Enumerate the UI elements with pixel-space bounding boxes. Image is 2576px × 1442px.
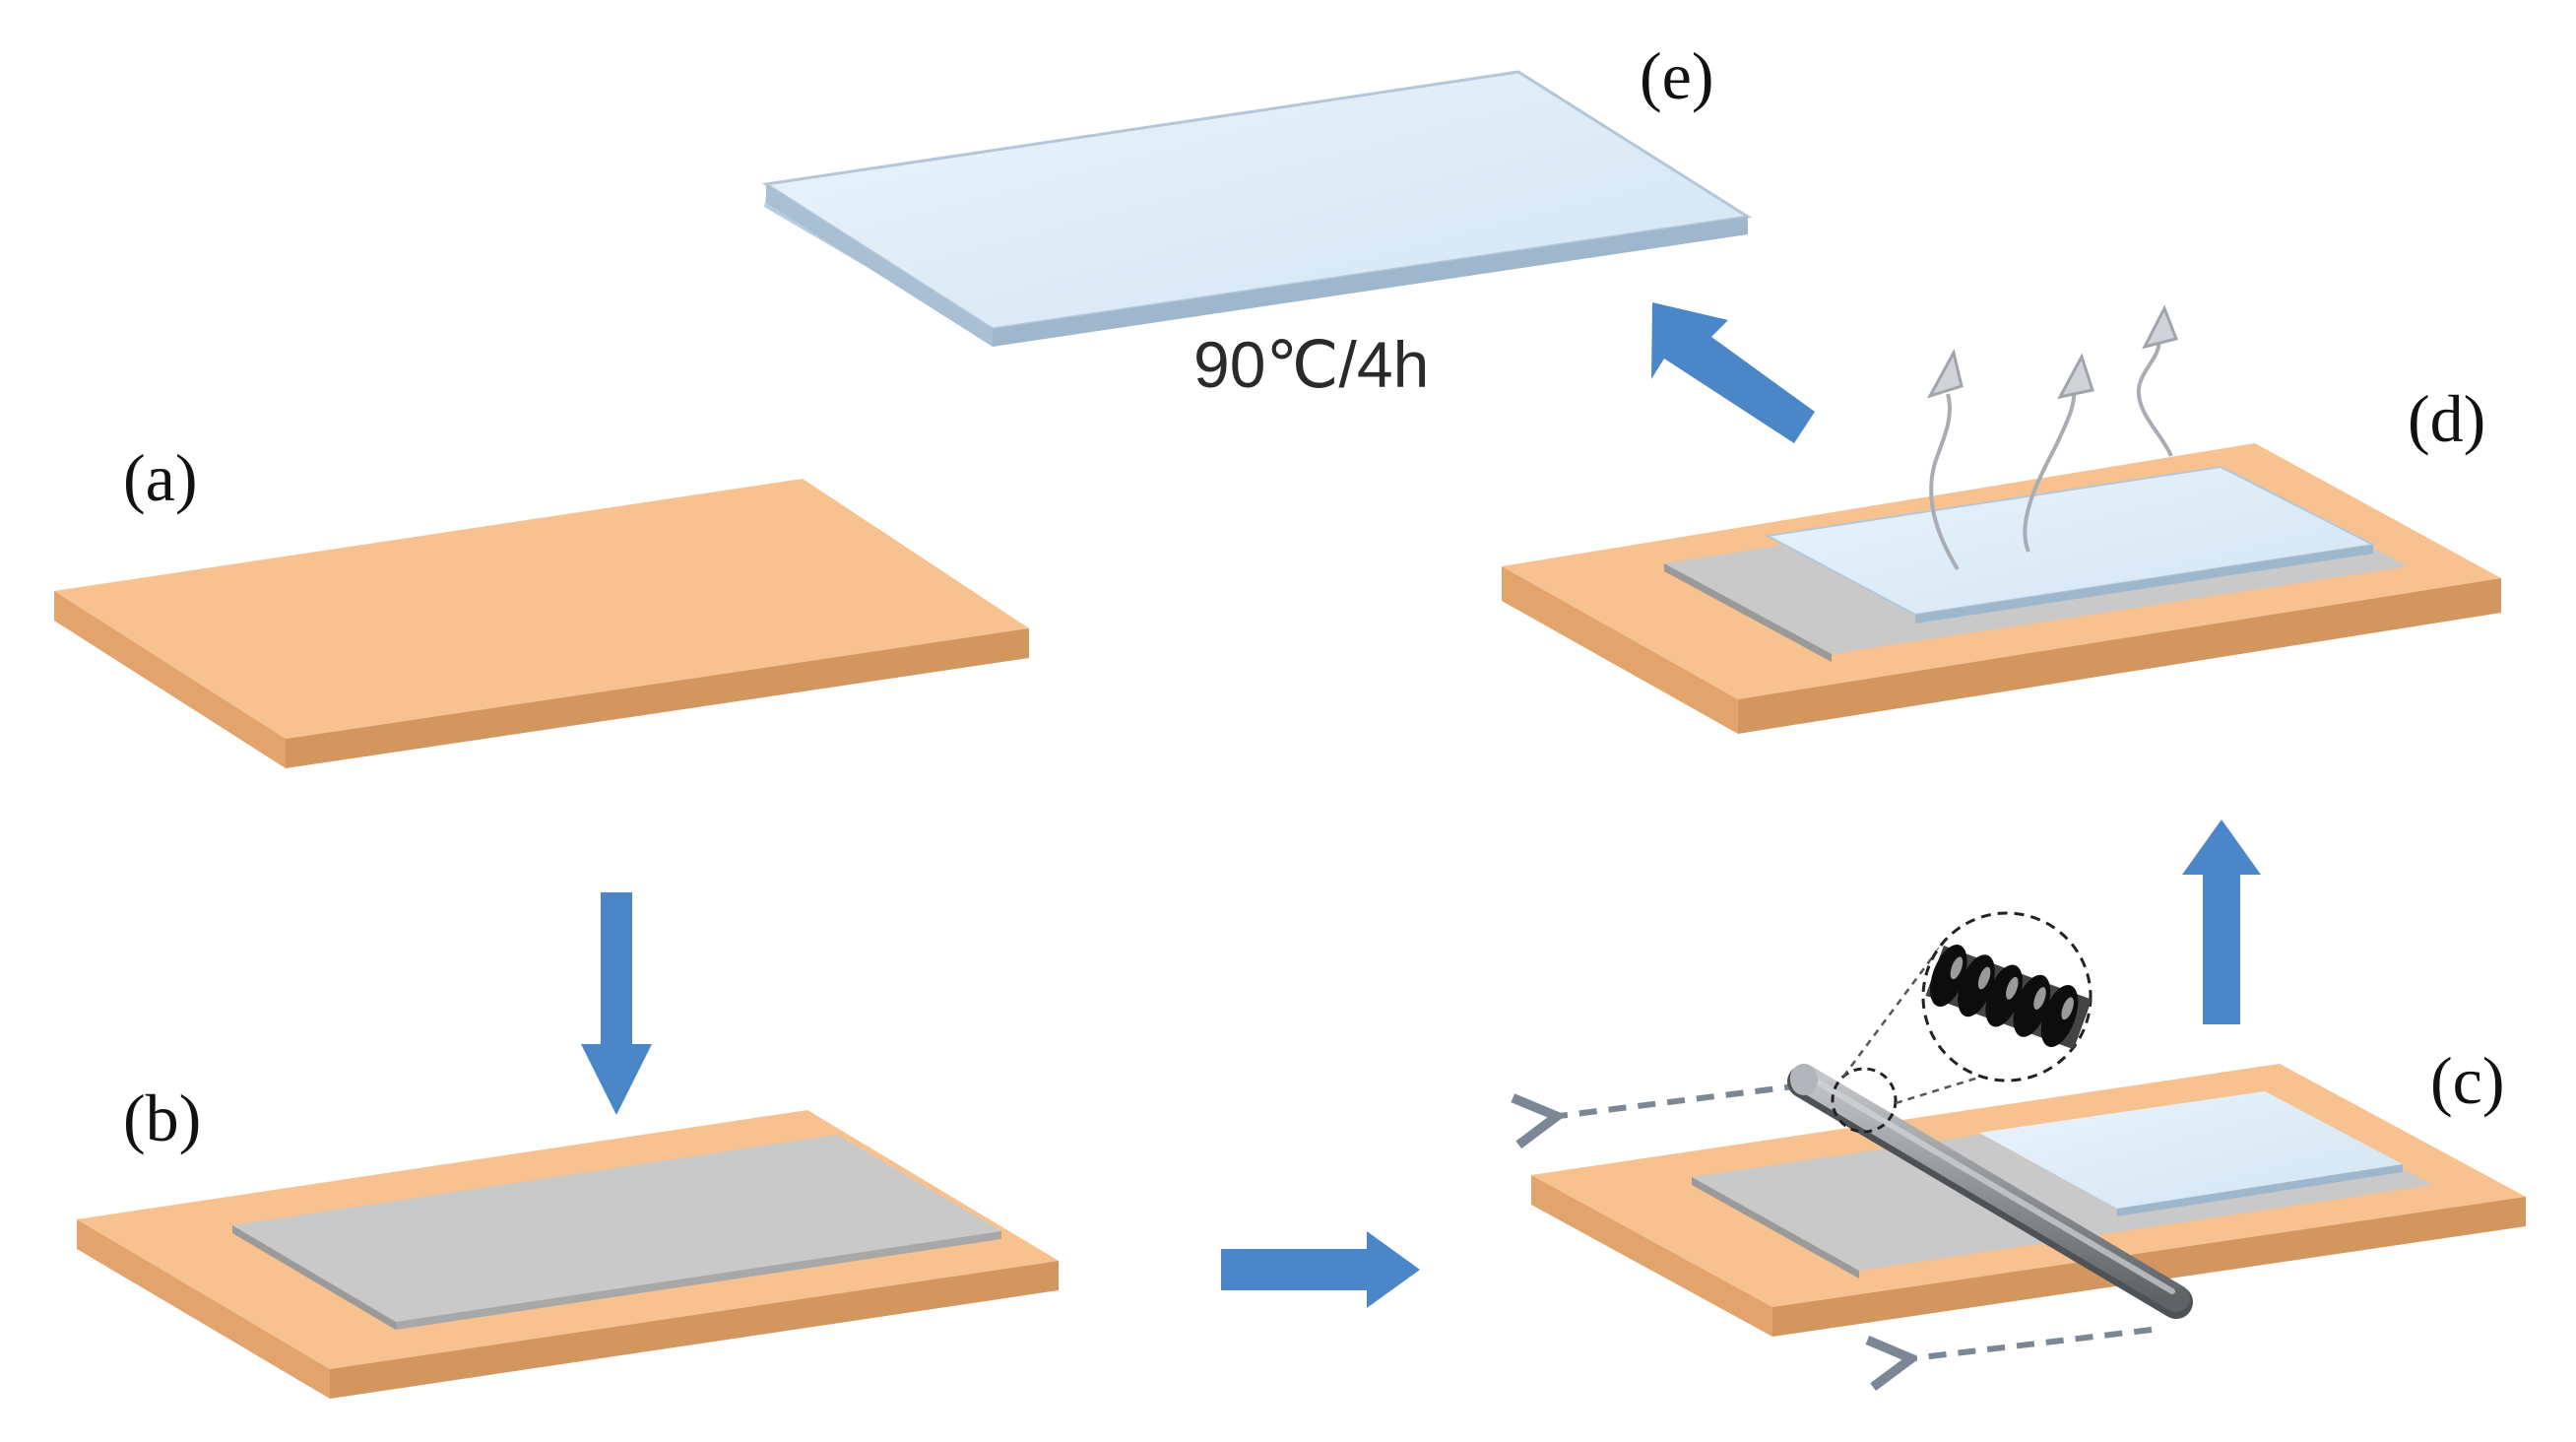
step-a-bare-substrate xyxy=(54,479,1029,768)
drying-condition-label: 90℃/4h xyxy=(1193,328,1429,401)
step-d-drying xyxy=(1502,443,2501,734)
label-a: (a) xyxy=(123,440,197,515)
label-e: (e) xyxy=(1640,38,1713,113)
process-arrow-c-to-d xyxy=(2182,819,2261,1024)
process-arrow-b-to-c xyxy=(1221,1231,1420,1308)
step-b-coated-substrate xyxy=(77,1110,1059,1399)
rod-motion-arrows xyxy=(1551,1082,2153,1359)
process-arrow-a-to-b xyxy=(581,892,652,1115)
wire-wound-rod xyxy=(1787,1064,2193,1319)
label-b: (b) xyxy=(123,1081,201,1155)
process-arrow-d-to-e xyxy=(1651,302,1815,443)
step-e-free-standing-film xyxy=(761,70,1753,347)
magnified-coil-inset xyxy=(1831,911,2093,1134)
label-c: (c) xyxy=(2430,1043,2504,1118)
evaporation-arrows xyxy=(1926,304,2179,571)
label-d: (d) xyxy=(2408,381,2485,456)
